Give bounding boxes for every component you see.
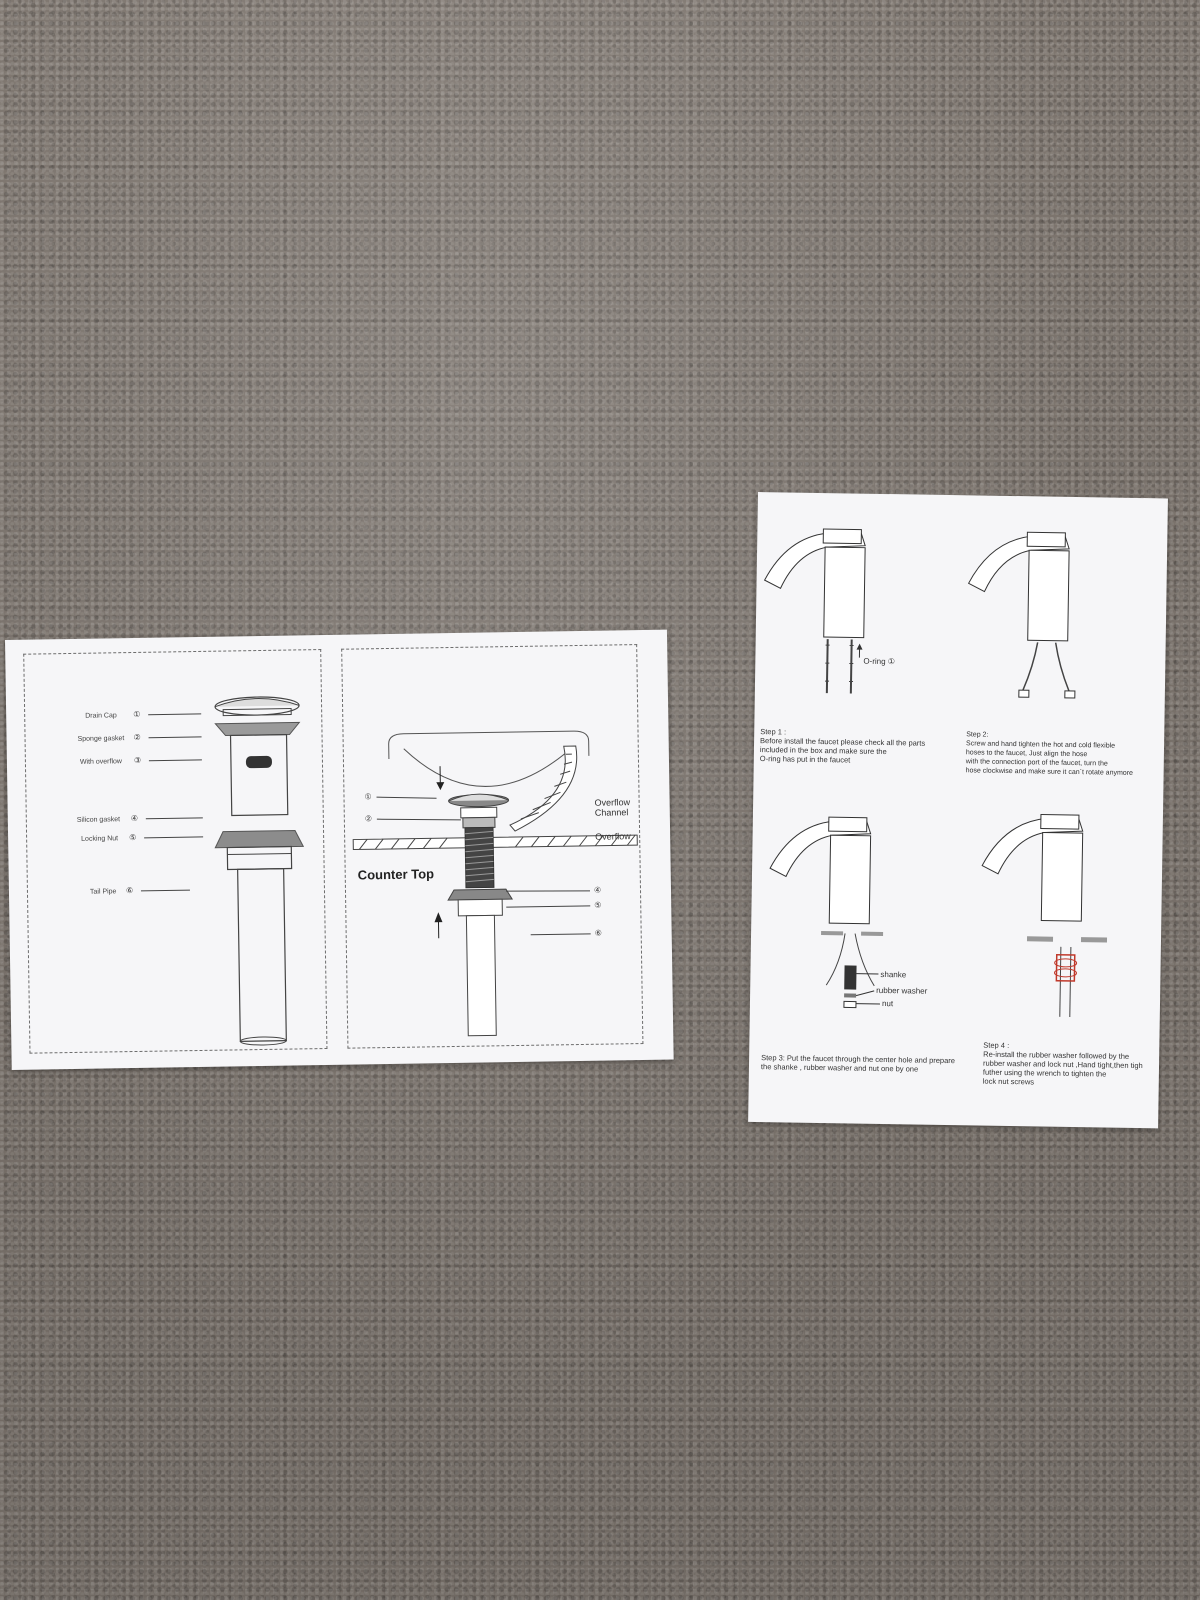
part-label: Sponge gasket xyxy=(78,735,125,743)
step3-text-block: Step 3: Put the faucet through the cente… xyxy=(761,1044,981,1074)
step1-faucet-illustration xyxy=(763,528,866,694)
part-number: ② xyxy=(133,733,140,742)
counter-top-shape xyxy=(352,834,638,851)
part-label: With overflow xyxy=(80,758,123,766)
step1-description: Before install the faucet please check a… xyxy=(759,736,926,765)
oring-label: O-ring ① xyxy=(863,657,895,666)
overflow-hole-shape xyxy=(245,755,272,769)
step1-text-block: Step 1 :Before install the faucet please… xyxy=(760,718,961,766)
overflow-channel-label: Channel xyxy=(595,807,629,818)
drain-install-panel: ① ② ④ ⑤ ⑥ Counter Top Overflow Channel O… xyxy=(341,644,644,1049)
part-label: Drain Cap xyxy=(85,712,117,719)
callout-number: ④ xyxy=(594,886,601,895)
callout-number: ⑥ xyxy=(595,929,602,938)
sponge-gasket-shape xyxy=(214,721,301,737)
part-number: ⑥ xyxy=(126,886,133,895)
step4-description: Re-install the rubber washer followed by… xyxy=(982,1049,1143,1087)
drain-parts-panel: Drain Cap ① Sponge gasket ② With overflo… xyxy=(23,649,328,1054)
part-label: Silicon gasket xyxy=(77,816,120,824)
part-label: Tail Pipe xyxy=(90,888,117,895)
threaded-body-shape xyxy=(464,826,495,889)
drain-cap-stem xyxy=(222,708,292,717)
step2-faucet-illustration xyxy=(967,531,1076,699)
installed-tail-pipe xyxy=(465,914,497,1037)
part-number: ⑤ xyxy=(129,833,136,842)
tail-pipe-shape xyxy=(237,868,287,1042)
callout-number: ① xyxy=(364,792,371,801)
locking-nut-shape xyxy=(226,845,293,871)
drain-cap-dome xyxy=(214,698,300,708)
drain-body-shape xyxy=(229,733,289,817)
part-number: ① xyxy=(133,710,140,719)
drain-install-diagram: ① ② ④ ⑤ ⑥ Counter Top Overflow Channel O… xyxy=(352,730,638,1037)
silicon-gasket-shape xyxy=(214,829,305,849)
step2-description: Screw and hand tighten the hot and cold … xyxy=(965,740,1133,777)
shanke-label: shanke xyxy=(880,970,906,979)
shanke-shape xyxy=(844,965,857,990)
overflow-label: Overflow xyxy=(595,831,631,842)
callout-number: ⑤ xyxy=(594,901,601,910)
part-label: Locking Nut xyxy=(81,835,118,843)
counter-top-label: Counter Top xyxy=(358,866,435,882)
callout-number: ② xyxy=(365,814,372,823)
part-number: ③ xyxy=(134,756,141,765)
drain-instruction-sheet: Drain Cap ① Sponge gasket ② With overflo… xyxy=(5,629,674,1070)
overflow-channel-shape xyxy=(509,745,578,832)
drain-parts-diagram: Drain Cap ① Sponge gasket ② With overflo… xyxy=(77,696,305,1046)
nut-label: nut xyxy=(882,999,894,1008)
overflow-channel-label: Overflow xyxy=(595,797,631,808)
step3-description: Step 3: Put the faucet through the cente… xyxy=(760,1053,956,1074)
lock-nut-highlight xyxy=(1055,953,1076,982)
washer-label: rubber washer xyxy=(876,986,928,996)
step2-text-block: Step 2:Screw and hand tighten the hot an… xyxy=(966,721,1163,778)
step4-faucet-illustration xyxy=(981,813,1108,1017)
part-number: ④ xyxy=(131,814,138,823)
faucet-instruction-sheet: O-ring ① shanke rubb xyxy=(748,492,1168,1129)
faucet-steps-diagram: O-ring ① shanke rubb xyxy=(763,528,1108,1017)
step4-text-block: Step 4 :Re-install the rubber washer fol… xyxy=(983,1032,1160,1089)
step3-faucet-illustration xyxy=(769,816,884,1009)
